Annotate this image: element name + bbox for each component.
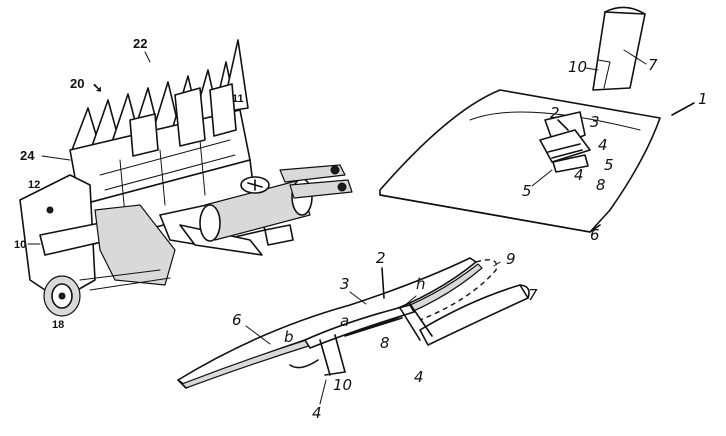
- label-4b-section: 4: [312, 404, 322, 422]
- label-h: h: [416, 275, 426, 293]
- machine-figure: 20 ➘ 22 24 12 11 10 18: [14, 36, 353, 331]
- label-9: 9: [506, 250, 516, 268]
- section-figure: 9 7 2 3 h a b 6 8 10 4 4: [177, 249, 538, 422]
- label-20: 20: [70, 76, 84, 91]
- label-18: 18: [52, 319, 64, 331]
- label-6-shovel: 6: [590, 226, 600, 244]
- label-b: b: [284, 328, 294, 346]
- wheel: [43, 275, 81, 317]
- label-10-section: 10: [333, 376, 352, 394]
- label-24: 24: [20, 148, 35, 163]
- label-4a-section: 4: [414, 368, 424, 386]
- label-10-machine: 10: [14, 239, 26, 251]
- shovel-figure: 1 2 3 4 5 4 8 5 6 10 7: [379, 6, 708, 244]
- label-2-section: 2: [376, 249, 386, 267]
- label-11: 11: [232, 93, 244, 105]
- label-5b-shovel: 5: [522, 182, 532, 200]
- label-3-shovel: 3: [590, 113, 600, 131]
- label-12: 12: [28, 179, 40, 191]
- dashed-outline: [419, 259, 498, 321]
- label-a: a: [340, 312, 349, 330]
- label-1: 1: [698, 90, 708, 108]
- label-22: 22: [133, 36, 147, 51]
- label-5a-shovel: 5: [604, 156, 614, 174]
- label-4b-shovel: 4: [574, 166, 584, 184]
- shovel-blade: [379, 89, 661, 233]
- label-7-shovel: 7: [648, 56, 658, 74]
- label-3-section: 3: [340, 275, 350, 293]
- label-4a-shovel: 4: [598, 136, 608, 154]
- label-10-shovel: 10: [568, 58, 587, 76]
- label-6-section: 6: [232, 311, 242, 329]
- arrow-20: ➘: [92, 80, 103, 95]
- label-2-shovel: 2: [550, 104, 560, 122]
- shovel-handle: [592, 11, 646, 91]
- label-8-shovel: 8: [596, 176, 606, 194]
- label-7-section: 7: [528, 286, 538, 304]
- label-8-section: 8: [380, 334, 390, 352]
